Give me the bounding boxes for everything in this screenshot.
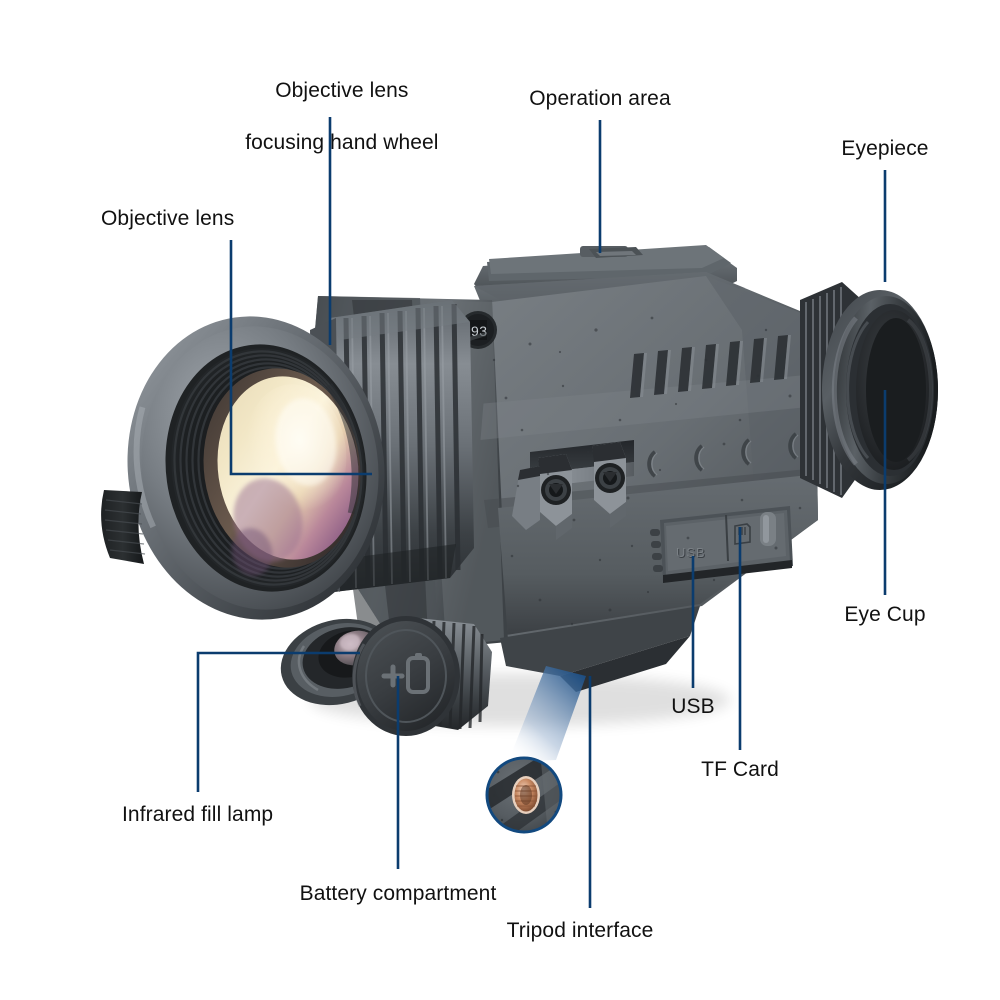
grip-crescents xyxy=(647,432,798,478)
body-speckles xyxy=(492,316,804,626)
device-body: USB USB 93 xyxy=(101,245,938,834)
label-tripod-interface: Tripod interface xyxy=(506,919,654,942)
strap-loop xyxy=(101,490,146,564)
battery-compartment-knob xyxy=(352,616,492,736)
label-eye-cup: Eye Cup xyxy=(844,603,926,626)
leader-lines xyxy=(196,117,887,908)
label-tf-card: TF Card xyxy=(701,758,779,781)
objective-barrel xyxy=(127,300,474,620)
label-usb: USB xyxy=(671,695,715,718)
svg-text:USB: USB xyxy=(676,545,706,560)
objective-lens-glass xyxy=(203,368,361,576)
label-infrared-fill-lamp: Infrared fill lamp xyxy=(122,803,274,826)
body-vent-slots xyxy=(630,335,791,398)
label-objective-lens-focusing-hand-wheel: Objective lens focusing hand wheel xyxy=(221,52,438,182)
label-operation-area: Operation area xyxy=(529,87,671,110)
port-cover: USB USB xyxy=(650,506,793,583)
mount-rail xyxy=(512,440,634,540)
label-eyepiece: Eyepiece xyxy=(841,137,929,160)
label-line-2: focusing hand wheel xyxy=(245,131,439,154)
usb-port-marking: USB xyxy=(677,546,707,561)
battery-cell-icon xyxy=(406,653,430,694)
label-objective-lens: Objective lens xyxy=(101,207,235,230)
leader-infrared-fill-lamp xyxy=(196,651,360,792)
leader-objective-lens xyxy=(229,240,372,476)
eyepiece-assembly xyxy=(800,282,938,498)
label-battery-compartment: Battery compartment xyxy=(299,882,497,905)
label-line-1: Objective lens xyxy=(275,79,409,102)
